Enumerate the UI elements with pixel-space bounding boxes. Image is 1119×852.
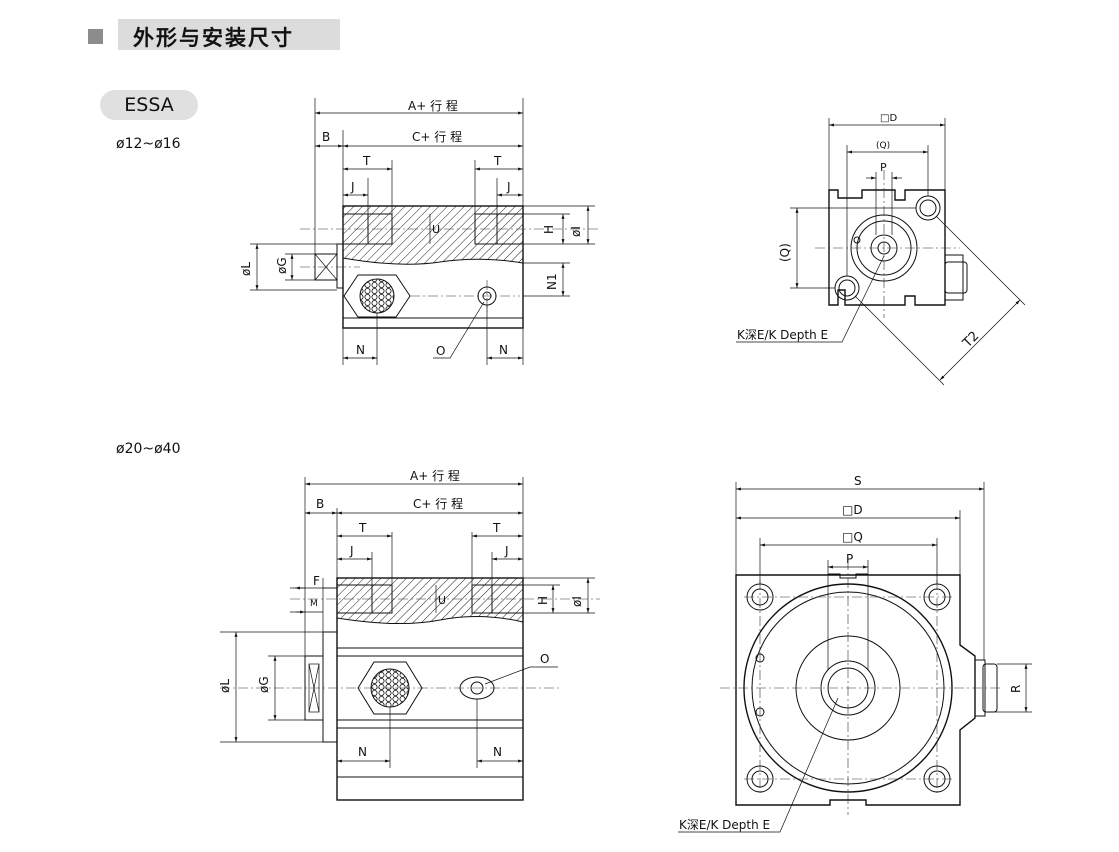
- end-small-kdepth-label: K深E/K Depth E: [737, 328, 828, 342]
- end-view-large: S □D □Q P R K深E/K Depth E: [678, 474, 1032, 833]
- dim-j-right-2: J: [504, 544, 509, 558]
- dim-j-left: J: [350, 180, 355, 194]
- end-small-q-label: (Q): [876, 141, 890, 151]
- dim-n1-label: N1: [545, 273, 559, 290]
- dim-j-right: J: [506, 180, 511, 194]
- end-small-d-label: □D: [880, 113, 897, 124]
- dim-n-right-2: N: [493, 745, 502, 759]
- dim-a-label: A+ 行 程: [408, 98, 458, 113]
- end-large-q-label: □Q: [842, 530, 863, 544]
- end-large-kdepth-label: K深E/K Depth E: [679, 818, 770, 832]
- dim-b-label-2: B: [316, 497, 324, 511]
- dim-c-label: C+ 行 程: [412, 129, 462, 144]
- dim-phi-l-label-2: øL: [218, 679, 232, 693]
- end-large-d-label: □D: [842, 503, 863, 517]
- dim-o-label-2: O: [540, 652, 549, 666]
- end-large-p-label: P: [846, 552, 853, 566]
- header-square-icon: [88, 29, 103, 44]
- model-badge: ESSA: [100, 90, 198, 120]
- size-range-small: ø12~ø16: [116, 136, 181, 152]
- dim-phi-l-label: øL: [239, 262, 253, 276]
- size-range-large: ø20~ø40: [116, 441, 181, 457]
- dim-n-left: N: [356, 343, 365, 357]
- end-view-small: □D (Q) P (Q) T2 K深E/K Depth E: [736, 113, 1026, 386]
- dim-h-label: H: [542, 225, 556, 234]
- end-large-s-label: S: [854, 474, 862, 488]
- dim-u-label: U: [432, 223, 440, 236]
- dim-o-label: O: [436, 344, 445, 358]
- end-small-p-label: P: [880, 161, 887, 174]
- dim-t-right-2: T: [492, 521, 501, 535]
- dim-t-left-2: T: [358, 521, 367, 535]
- dim-b-label: B: [322, 130, 330, 144]
- dim-n-left-2: N: [358, 745, 367, 759]
- dim-n-right: N: [499, 343, 508, 357]
- dim-t-left: T: [362, 154, 371, 168]
- dim-h-label-2: H: [536, 596, 550, 605]
- dim-j-left-2: J: [349, 544, 354, 558]
- side-view-small: A+ 行 程 B C+ 行 程 T T J J U H øI N1: [239, 98, 600, 365]
- dim-c-label-2: C+ 行 程: [413, 496, 463, 511]
- dim-phi-i-label-2: øI: [570, 596, 584, 607]
- end-small-t2-label: T2: [960, 329, 983, 352]
- dim-u-label-2: U: [438, 594, 446, 607]
- dim-m-label: M: [310, 599, 318, 609]
- page-title: 外形与安装尺寸: [133, 26, 294, 50]
- end-large-r-label: R: [1009, 685, 1023, 693]
- header-title-box: [118, 19, 340, 50]
- dim-a-label-2: A+ 行 程: [410, 468, 460, 483]
- dim-t-right: T: [493, 154, 502, 168]
- end-small-qside-label: (Q): [778, 243, 792, 262]
- dim-f-label: F: [313, 574, 320, 588]
- side-view-large: A+ 行 程 B C+ 行 程 T T J J U H øI F M: [218, 468, 600, 801]
- dim-phi-g-label-2: øG: [257, 676, 271, 693]
- dim-phi-g-label: øG: [275, 257, 289, 274]
- dim-phi-i-label: øI: [569, 226, 583, 237]
